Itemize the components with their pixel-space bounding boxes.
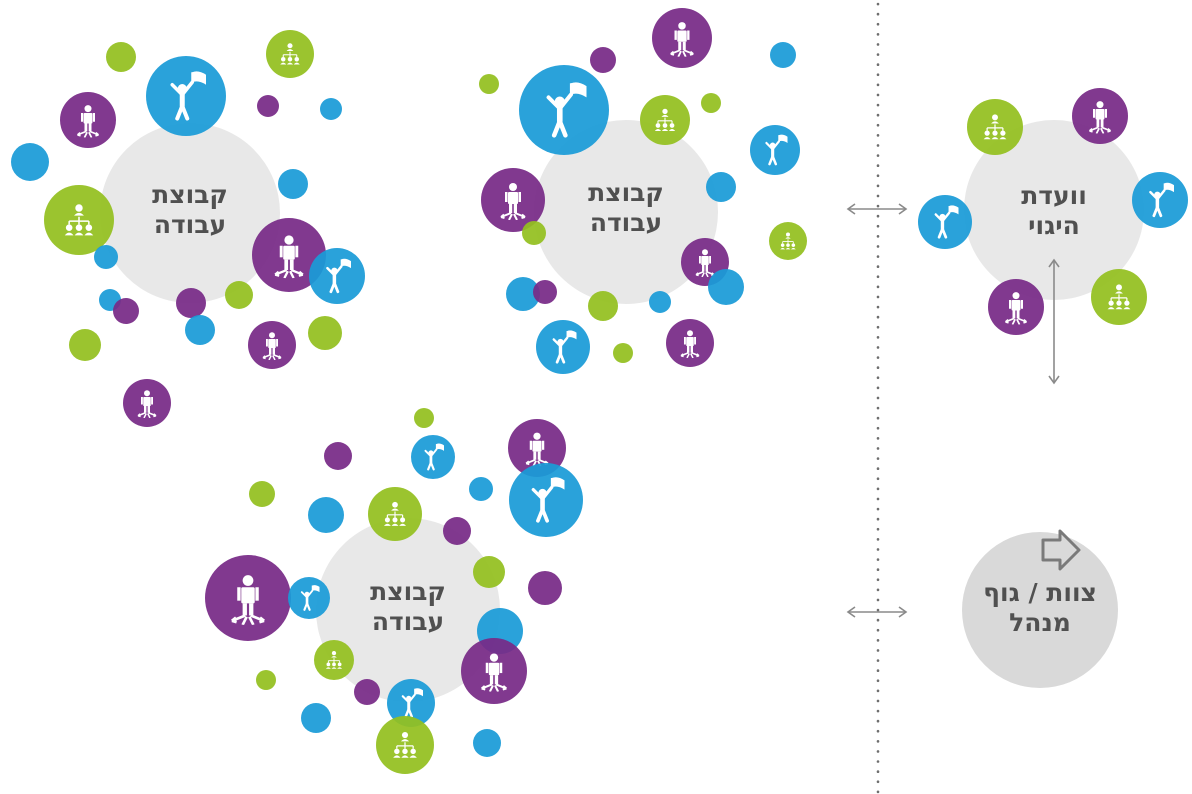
org-chart-icon: [376, 716, 434, 774]
org-chart-icon: [368, 487, 422, 541]
person-directions-icon: [988, 279, 1044, 335]
org-chart-icon: [1091, 269, 1147, 325]
working-group-label-line2: עבודה: [590, 208, 662, 237]
dot: [473, 729, 501, 757]
dot: [113, 298, 139, 324]
org-chart-icon: [769, 222, 807, 260]
dot: [414, 408, 434, 428]
dot: [324, 442, 352, 470]
dot: [320, 98, 342, 120]
dot: [301, 703, 331, 733]
dot: [278, 169, 308, 199]
dot: [701, 93, 721, 113]
working-group-label-line1: קבוצת: [152, 180, 228, 209]
working-group-label-line2: עבודה: [154, 210, 226, 239]
dot: [522, 221, 546, 245]
person-directions-icon: [481, 168, 545, 232]
dot: [249, 481, 275, 507]
person-directions-icon: [666, 319, 714, 367]
working-group-label-line2: עבודה: [372, 607, 444, 636]
flag-person-icon: [288, 577, 330, 619]
bubble-layer: [11, 8, 1188, 774]
steering-committee-line2: היגוי: [1028, 211, 1080, 240]
working-group-label-1: קבוצת עבודה: [152, 180, 228, 239]
person-directions-icon: [652, 8, 712, 68]
dot: [94, 245, 118, 269]
management-team-hub: [962, 532, 1118, 688]
person-directions-icon: [1072, 88, 1128, 144]
dot: [106, 42, 136, 72]
working-group-hub-3: [316, 518, 500, 702]
flag-person-icon: [146, 56, 226, 136]
flag-person-icon: [509, 463, 583, 537]
flag-person-icon: [411, 435, 455, 479]
steering-committee-hub: [964, 120, 1144, 300]
hub-layer: [100, 120, 1144, 702]
dot: [308, 316, 342, 350]
org-chart-icon: [967, 99, 1023, 155]
double-arrow-horizontal-top: [846, 203, 908, 215]
dot: [69, 329, 101, 361]
dot: [613, 343, 633, 363]
working-group-label-3: קבוצת עבודה: [370, 577, 446, 636]
dot: [770, 42, 796, 68]
dot: [588, 291, 618, 321]
dot: [649, 291, 671, 313]
management-team-line2: מנהל: [1009, 608, 1071, 637]
dot: [469, 477, 493, 501]
dot: [708, 269, 744, 305]
double-arrow-horizontal-bottom: [846, 606, 908, 618]
steering-committee-line1: וועדת: [1021, 181, 1087, 210]
org-chart-icon: [266, 30, 314, 78]
dot: [479, 74, 499, 94]
org-chart-icon: [44, 185, 114, 255]
person-directions-icon: [252, 218, 326, 292]
working-group-hub-1: [100, 123, 280, 303]
dot: [533, 280, 557, 304]
dot: [257, 95, 279, 117]
steering-committee-label: וועדת היגוי: [1021, 181, 1087, 240]
dot: [443, 517, 471, 545]
double-arrow-vertical: [1048, 258, 1060, 385]
management-team-line1: צוות / גוף: [983, 578, 1097, 607]
dot: [185, 315, 215, 345]
org-chart-icon: [314, 640, 354, 680]
working-group-label-line1: קבוצת: [370, 577, 446, 606]
person-directions-icon: [60, 92, 116, 148]
dot: [706, 172, 736, 202]
person-directions-icon: [461, 638, 527, 704]
person-directions-icon: [248, 321, 296, 369]
flag-person-icon: [519, 65, 609, 155]
working-group-hub-2: [534, 120, 718, 304]
flag-person-icon: [918, 195, 972, 249]
flag-person-icon: [536, 320, 590, 374]
dot: [308, 497, 344, 533]
dot: [590, 47, 616, 73]
dot: [256, 670, 276, 690]
person-directions-icon: [123, 379, 171, 427]
dot: [528, 571, 562, 605]
outline-arrow-icon: [1041, 529, 1081, 571]
flag-person-icon: [750, 125, 800, 175]
management-team-label: צוות / גוף מנהל: [983, 578, 1097, 637]
org-chart-icon: [640, 95, 690, 145]
dot: [225, 281, 253, 309]
flag-person-icon: [309, 248, 365, 304]
dot: [506, 277, 540, 311]
dot: [11, 143, 49, 181]
dot: [354, 679, 380, 705]
dot: [176, 288, 206, 318]
dot: [473, 556, 505, 588]
person-directions-icon: [205, 555, 291, 641]
flag-person-icon: [1132, 172, 1188, 228]
working-group-label-2: קבוצת עבודה: [588, 178, 664, 237]
person-directions-icon: [508, 419, 566, 477]
working-group-label-line1: קבוצת: [588, 178, 664, 207]
flag-person-icon: [387, 679, 435, 727]
